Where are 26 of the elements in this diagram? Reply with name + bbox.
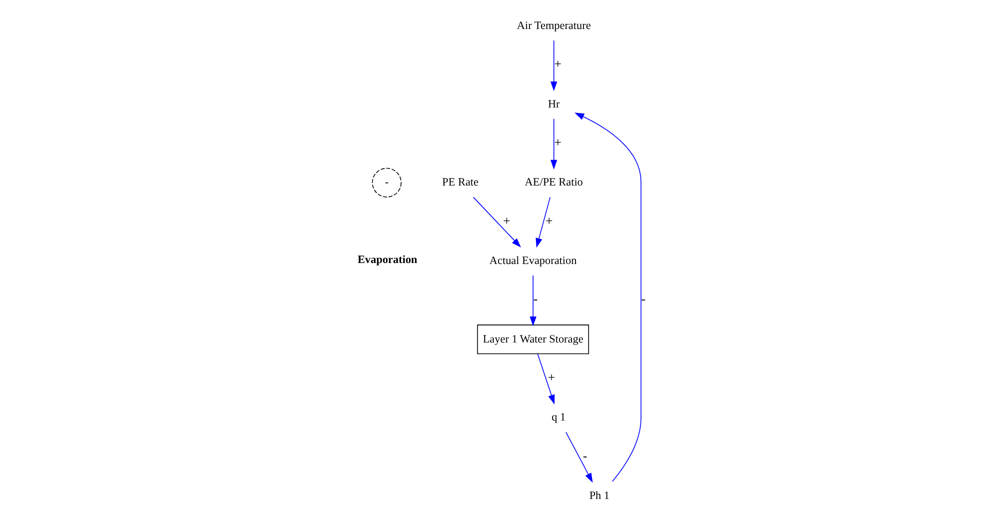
arrow — [472, 196, 522, 248]
node-text: Ph 1 — [589, 490, 610, 502]
arrow — [530, 275, 536, 326]
edge-label: - — [533, 292, 538, 306]
arrow — [536, 196, 551, 248]
edge-label: + — [503, 214, 510, 228]
edge-label: + — [545, 214, 553, 228]
node-text: AE/PE Ratio — [524, 176, 583, 189]
arrow — [537, 353, 555, 404]
arrow — [550, 118, 558, 170]
node-text: PE Rate — [442, 176, 479, 189]
label: - — [384, 176, 389, 189]
edge-label: + — [554, 136, 562, 150]
node-box: Layer 1 Water Storage — [477, 324, 590, 354]
edge-label: + — [554, 57, 562, 72]
node-text: q 1 — [552, 412, 566, 424]
arrow — [574, 112, 642, 482]
node-text: Hr — [548, 98, 560, 110]
edge-label: + — [548, 370, 556, 385]
arrow — [550, 40, 558, 92]
node-text: Air Temperature — [516, 20, 591, 32]
arrow — [566, 432, 593, 483]
node-text: Actual Evaporation — [489, 254, 577, 267]
edge-label: - — [641, 292, 646, 306]
edge-label: - — [582, 448, 588, 463]
label: Evaporation — [358, 254, 418, 266]
